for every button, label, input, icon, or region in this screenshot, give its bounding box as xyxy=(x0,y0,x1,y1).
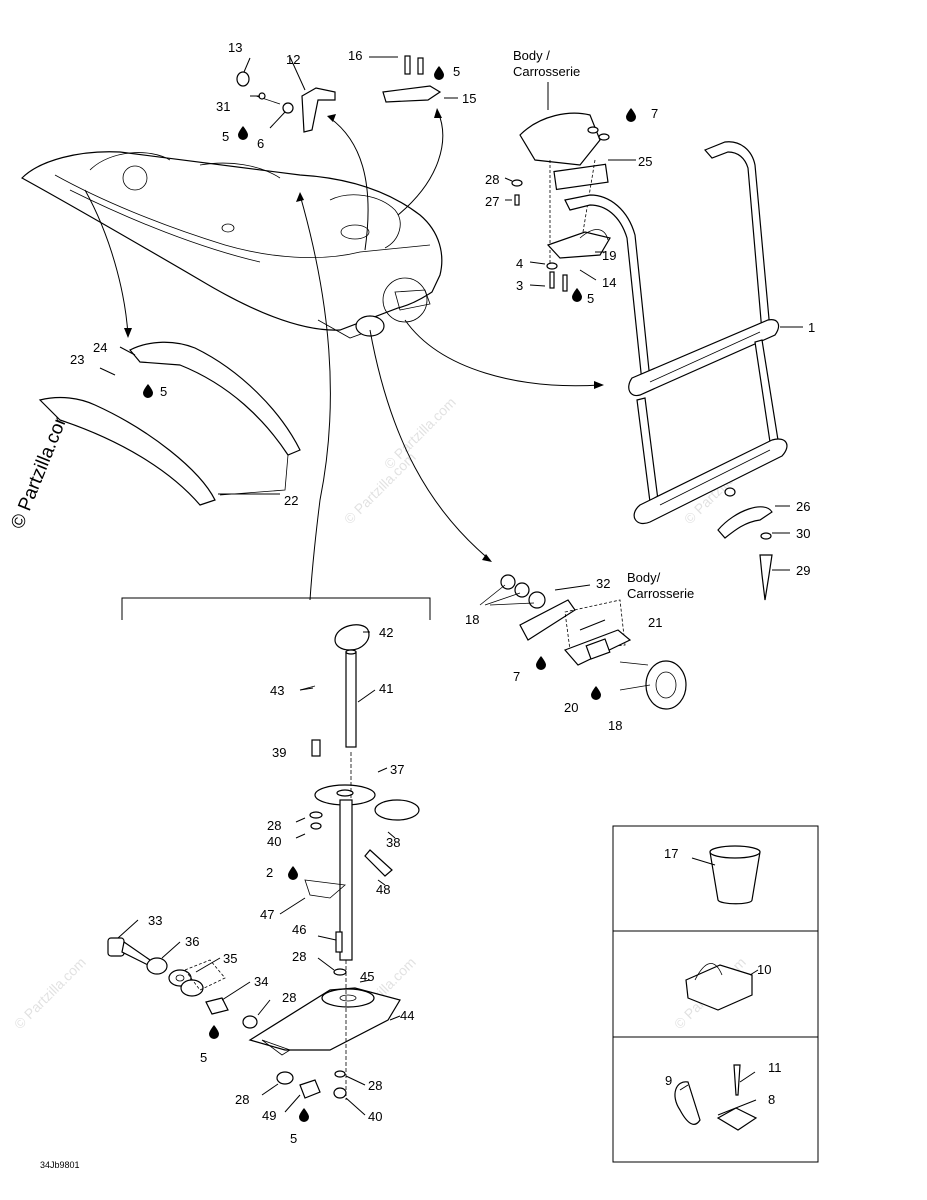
pivot-bolt xyxy=(107,937,258,1029)
callout-47: 47 xyxy=(260,907,274,922)
callout-46: 46 xyxy=(292,922,306,937)
drop-icon xyxy=(536,656,546,670)
body-label-top-1: Body / xyxy=(513,48,550,63)
callout-21: 21 xyxy=(648,615,662,630)
tie-down-bracket xyxy=(479,574,687,710)
adhesive-drop-icons xyxy=(143,66,636,1122)
callout-28: 28 xyxy=(235,1092,249,1107)
callout-6: 6 xyxy=(257,136,264,151)
callout-15: 15 xyxy=(462,91,476,106)
drop-icon xyxy=(626,108,636,122)
callout-5: 5 xyxy=(160,384,167,399)
callout-28: 28 xyxy=(267,818,281,833)
callout-2: 2 xyxy=(266,865,273,880)
callout-36: 36 xyxy=(185,934,199,949)
callout-14: 14 xyxy=(602,275,616,290)
callout-31: 31 xyxy=(216,99,230,114)
callout-labels: 13 12 31 5 6 16 5 15 Body / Carrosserie … xyxy=(40,40,815,1170)
leader-arcs xyxy=(84,108,604,601)
callout-20: 20 xyxy=(564,700,578,715)
callout-34: 34 xyxy=(254,974,268,989)
callout-39: 39 xyxy=(272,745,286,760)
watermark-faint: © Partzilla.com xyxy=(11,954,89,1032)
callout-30: 30 xyxy=(796,526,810,541)
watermark-faint: © Partzilla.com xyxy=(381,394,459,472)
drop-icon xyxy=(434,66,444,80)
callout-leaders xyxy=(99,56,803,1116)
accessory-panel xyxy=(612,825,819,1163)
drop-icon xyxy=(238,126,248,140)
boarding-ladder xyxy=(564,141,788,525)
callout-40: 40 xyxy=(368,1109,382,1124)
watermark-main: © Partzilla.com xyxy=(7,405,74,532)
callout-18: 18 xyxy=(608,718,622,733)
drop-icon xyxy=(591,686,601,700)
callout-38: 38 xyxy=(386,835,400,850)
grab-handles xyxy=(38,341,301,506)
callout-16: 16 xyxy=(348,48,362,63)
ladder-mount xyxy=(511,112,611,292)
callout-8: 8 xyxy=(768,1092,775,1107)
ladder-fastener xyxy=(717,506,773,601)
callout-24: 24 xyxy=(93,340,107,355)
callout-19: 19 xyxy=(602,248,616,263)
drop-icon xyxy=(288,866,298,880)
callout-5: 5 xyxy=(200,1050,207,1065)
callout-37: 37 xyxy=(390,762,404,777)
callout-13: 13 xyxy=(228,40,242,55)
callout-28: 28 xyxy=(485,172,499,187)
callout-5: 5 xyxy=(453,64,460,79)
post-assembly xyxy=(248,624,420,1100)
drop-icon xyxy=(572,288,582,302)
callout-41: 41 xyxy=(379,681,393,696)
callout-40: 40 xyxy=(267,834,281,849)
drop-icon xyxy=(209,1025,219,1039)
callout-48: 48 xyxy=(376,882,390,897)
callout-4: 4 xyxy=(516,256,523,271)
deck-cleat xyxy=(382,55,442,103)
body-label-top-2: Carrosserie xyxy=(513,64,580,79)
faint-watermarks: © Partzilla.com © Partzilla.com © Partzi… xyxy=(11,394,759,1032)
callout-22: 22 xyxy=(284,493,298,508)
cleat-parts xyxy=(236,71,336,133)
drop-icon xyxy=(299,1108,309,1122)
callout-5: 5 xyxy=(290,1131,297,1146)
callout-35: 35 xyxy=(223,951,237,966)
body-label-mid-2: Carrosserie xyxy=(627,586,694,601)
callout-11: 11 xyxy=(768,1060,782,1075)
drop-icon xyxy=(143,384,153,398)
boat-hull xyxy=(21,151,443,339)
callout-33: 33 xyxy=(148,913,162,928)
callout-7: 7 xyxy=(651,106,658,121)
body-label-mid-1: Body/ xyxy=(627,570,661,585)
callout-26: 26 xyxy=(796,499,810,514)
callout-32: 32 xyxy=(596,576,610,591)
callout-27: 27 xyxy=(485,194,499,209)
callout-28: 28 xyxy=(292,949,306,964)
diagram-code: 34Jb9801 xyxy=(40,1160,80,1170)
callout-28: 28 xyxy=(368,1078,382,1093)
callout-49: 49 xyxy=(262,1108,276,1123)
callout-29: 29 xyxy=(796,563,810,578)
callout-43: 43 xyxy=(270,683,284,698)
callout-18: 18 xyxy=(465,612,479,627)
callout-1: 1 xyxy=(808,320,815,335)
callout-5: 5 xyxy=(587,291,594,306)
callout-5: 5 xyxy=(222,129,229,144)
callout-17: 17 xyxy=(664,846,678,861)
callout-10: 10 xyxy=(757,962,771,977)
callout-44: 44 xyxy=(400,1008,414,1023)
callout-28: 28 xyxy=(282,990,296,1005)
callout-7: 7 xyxy=(513,669,520,684)
callout-45: 45 xyxy=(360,969,374,984)
callout-12: 12 xyxy=(286,52,300,67)
subassembly-bracket xyxy=(121,597,431,620)
callout-25: 25 xyxy=(638,154,652,169)
callout-3: 3 xyxy=(516,278,523,293)
callout-42: 42 xyxy=(379,625,393,640)
callout-9: 9 xyxy=(665,1073,672,1088)
callout-23: 23 xyxy=(70,352,84,367)
